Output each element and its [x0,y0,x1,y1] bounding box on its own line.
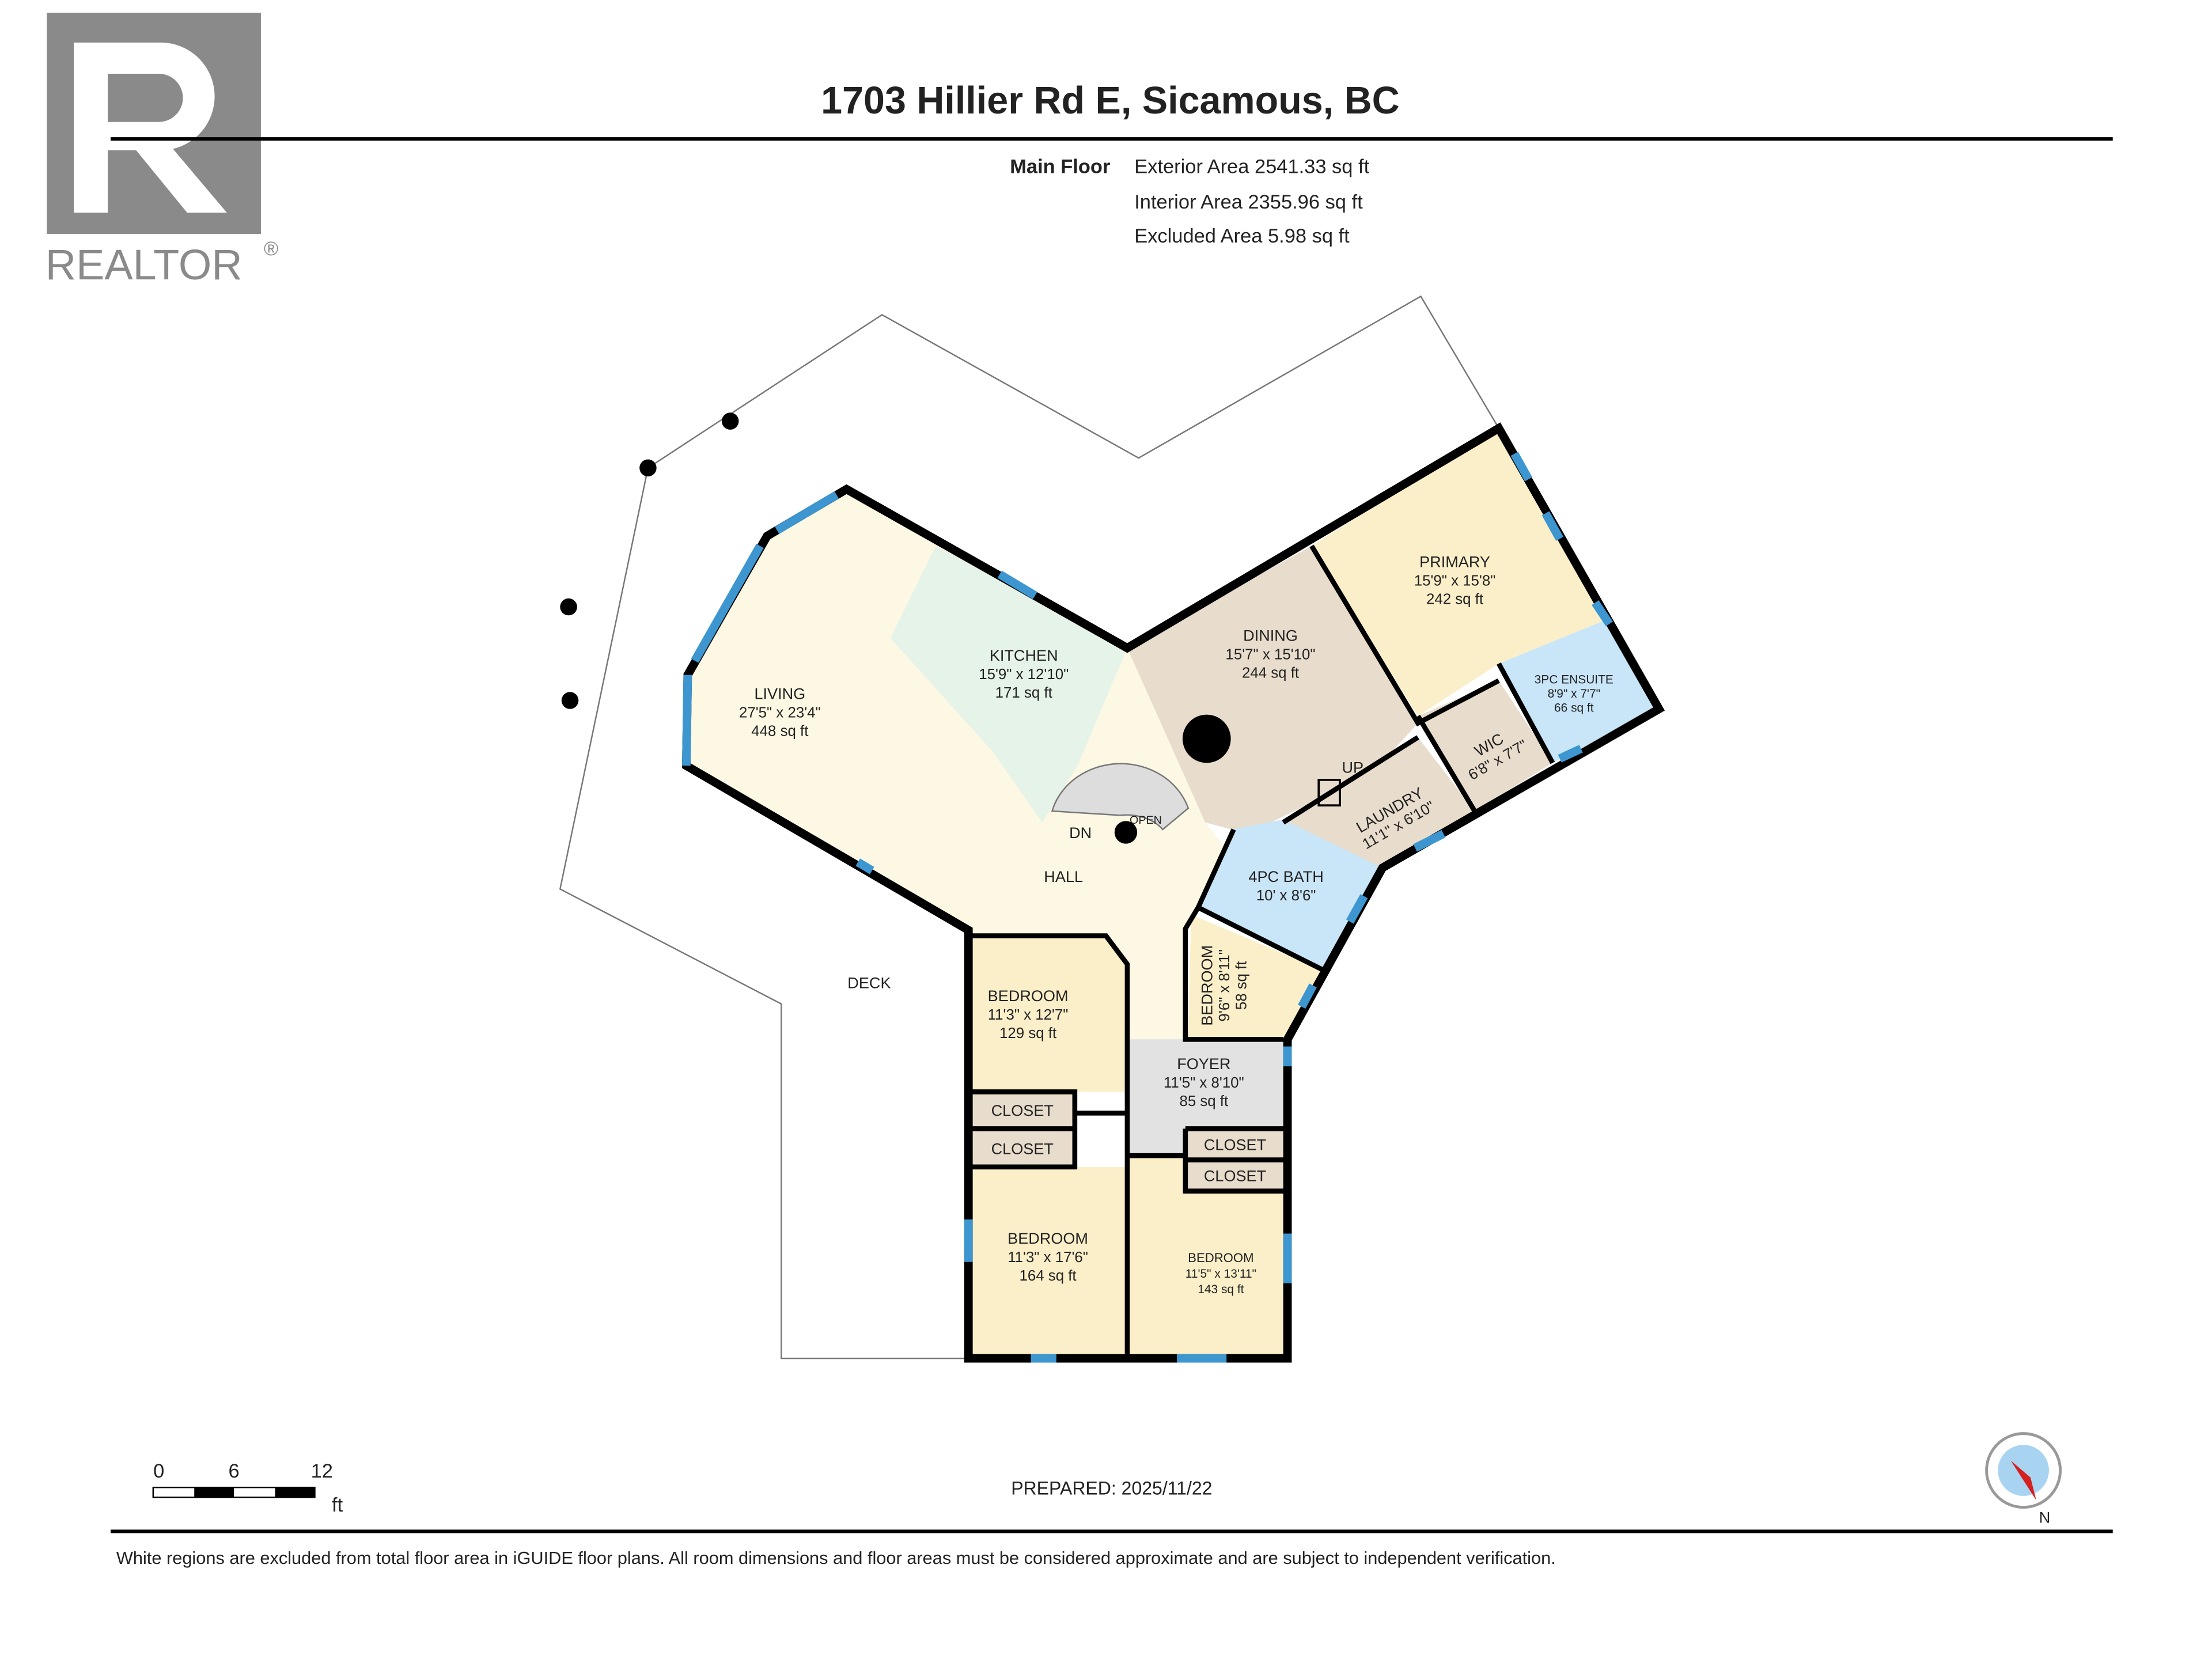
svg-text:Excluded Area 5.98 sq ft: Excluded Area 5.98 sq ft [1134,225,1350,247]
room-bedroom-1: BEDROOM 11'3" x 12'7" 129 sq ft [988,987,1069,1041]
area-summary: Main Floor Exterior Area 2541.33 sq ft I… [1010,156,1369,247]
stairs-down-label: DN [1069,824,1092,842]
room-bedroom-2: BEDROOM 11'3" x 17'6" 164 sq ft [1007,1229,1088,1284]
svg-text:BEDROOM: BEDROOM [988,987,1069,1005]
spiral-staircase [1051,714,1341,844]
svg-text:11'3" x 17'6": 11'3" x 17'6" [1007,1249,1088,1266]
svg-text:11'3" x 12'7": 11'3" x 12'7" [988,1007,1069,1023]
interior-walls [968,544,1555,1359]
scale-bar: 0 6 12 ft [152,1460,343,1516]
svg-text:BEDROOM: BEDROOM [1007,1229,1088,1247]
svg-text:6: 6 [229,1460,240,1482]
deck-posts [560,412,739,709]
deck-label: DECK [847,974,891,992]
stairs-up-label: UP [1342,759,1364,777]
realtor-logo: REALTOR ® [46,13,278,289]
svg-text:143 sq ft: 143 sq ft [1198,1283,1244,1296]
svg-text:242 sq ft: 242 sq ft [1426,592,1483,608]
svg-text:27'5" x 23'4": 27'5" x 23'4" [739,705,821,721]
svg-text:11'5" x 8'10": 11'5" x 8'10" [1164,1075,1244,1091]
svg-text:BEDROOM: BEDROOM [1188,1251,1253,1265]
svg-text:15'9" x 15'8": 15'9" x 15'8" [1414,573,1496,589]
svg-text:Main Floor: Main Floor [1010,156,1110,177]
svg-text:66 sq ft: 66 sq ft [1554,702,1594,715]
svg-text:11'5" x 13'11": 11'5" x 13'11" [1185,1267,1256,1281]
svg-text:FOYER: FOYER [1177,1055,1230,1073]
svg-text:LIVING: LIVING [754,685,805,703]
svg-text:REALTOR: REALTOR [46,241,243,289]
room-fills [686,428,1659,1359]
svg-text:244 sq ft: 244 sq ft [1242,665,1299,681]
svg-text:Exterior Area 2541.33 sq ft: Exterior Area 2541.33 sq ft [1134,156,1369,177]
svg-text:15'7" x 15'10": 15'7" x 15'10" [1226,647,1316,663]
footer-disclaimer: White regions are excluded from total fl… [116,1548,1556,1568]
stairs-open-label: OPEN [1130,814,1162,827]
svg-text:ft: ft [332,1494,343,1516]
closet-label: CLOSET [1204,1166,1266,1184]
svg-text:10' x 8'6": 10' x 8'6" [1256,888,1316,904]
svg-text:8'9" x 7'7": 8'9" x 7'7" [1548,687,1600,700]
closet-label: CLOSET [1204,1135,1266,1153]
svg-text:58 sq ft: 58 sq ft [1234,961,1250,1010]
svg-text:129 sq ft: 129 sq ft [999,1025,1056,1041]
prepared-date: PREPARED: 2025/11/22 [1011,1478,1212,1498]
room-primary: PRIMARY 15'9" x 15'8" 242 sq ft [1414,553,1496,608]
column [1182,714,1231,763]
room-living: LIVING 27'5" x 23'4" 448 sq ft [739,685,821,740]
svg-text:448 sq ft: 448 sq ft [751,724,808,740]
svg-text:KITCHEN: KITCHEN [990,646,1058,664]
svg-text:®: ® [264,238,278,260]
room-hall: HALL [1044,868,1083,885]
svg-text:171 sq ft: 171 sq ft [995,685,1052,701]
room-bedroom-3: BEDROOM 11'5" x 13'11" 143 sq ft [1185,1251,1256,1296]
room-bath: 4PC BATH 10' x 8'6" [1248,868,1323,904]
room-dining: DINING 15'7" x 15'10" 244 sq ft [1226,627,1316,681]
svg-text:DINING: DINING [1243,627,1298,645]
closet-label: CLOSET [991,1140,1054,1158]
svg-text:Interior Area 2355.96 sq ft: Interior Area 2355.96 sq ft [1134,191,1363,213]
page-title: 1703 Hillier Rd E, Sicamous, BC [821,79,1400,122]
deck-outline [559,295,1499,1359]
room-foyer: FOYER 11'5" x 8'10" 85 sq ft [1164,1055,1244,1109]
room-ensuite: 3PC ENSUITE 8'9" x 7'7" 66 sq ft [1535,673,1613,714]
svg-text:85 sq ft: 85 sq ft [1179,1093,1228,1109]
room-bedroom-small: BEDROOM 9'6" x 8'11" 58 sq ft [1198,945,1250,1026]
svg-text:12: 12 [311,1460,333,1482]
svg-text:4PC BATH: 4PC BATH [1248,868,1323,885]
svg-text:15'9" x 12'10": 15'9" x 12'10" [979,666,1069,683]
compass-icon: N [1985,1432,2062,1527]
svg-text:9'6" x 8'11": 9'6" x 8'11" [1217,949,1233,1021]
svg-text:N: N [2039,1509,2051,1527]
svg-text:3PC ENSUITE: 3PC ENSUITE [1535,673,1613,686]
svg-text:164 sq ft: 164 sq ft [1020,1268,1077,1284]
svg-text:BEDROOM: BEDROOM [1198,945,1216,1026]
closet-label: CLOSET [991,1101,1054,1119]
svg-text:PRIMARY: PRIMARY [1419,553,1490,571]
svg-text:0: 0 [153,1460,164,1482]
windows [682,452,1613,1363]
room-kitchen: KITCHEN 15'9" x 12'10" 171 sq ft [979,646,1069,701]
